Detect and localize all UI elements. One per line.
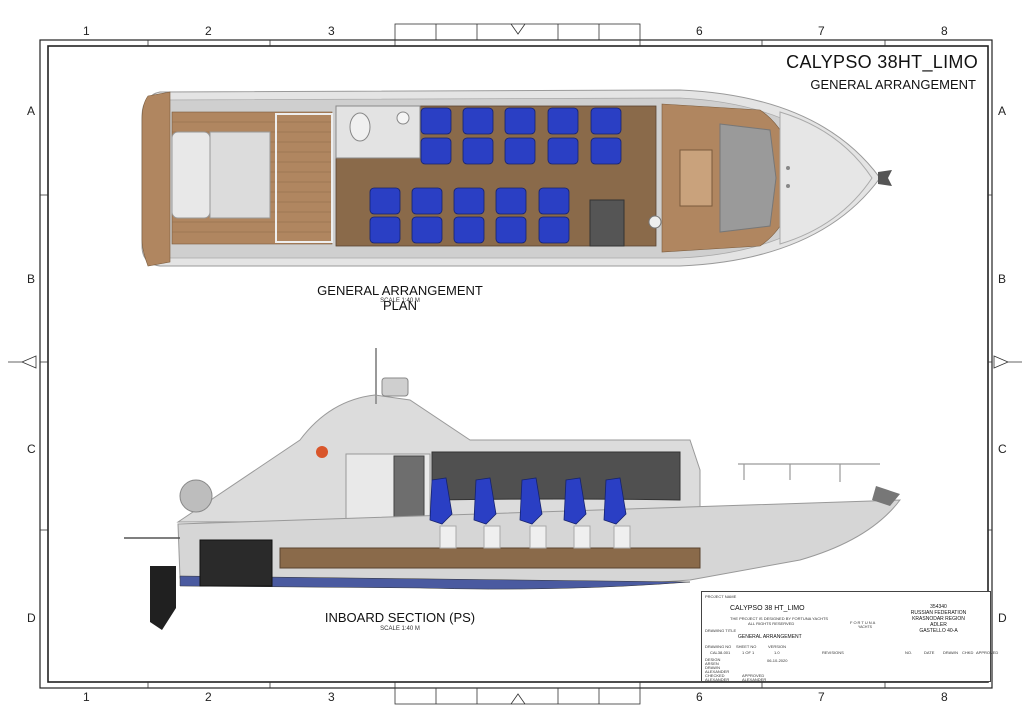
col-label-8: 8: [941, 24, 948, 38]
sink-icon: [396, 111, 410, 125]
row-label-c: C: [27, 442, 36, 456]
general-arrangement-plan: [141, 89, 892, 267]
steering-wheel-icon: [648, 215, 662, 229]
company-address: 354340 RUSSIAN FEDERATION KRASNODAR REGI…: [890, 604, 987, 634]
version: 1.0: [774, 650, 780, 655]
col-no: NO.: [905, 650, 913, 655]
col-label-1-bottom: 1: [83, 690, 90, 704]
section-anchor: [872, 486, 900, 506]
toilet-icon: [349, 112, 371, 142]
section-floor: [279, 547, 701, 569]
plan-scale: SCALE 1:40 M: [380, 298, 420, 304]
col-drawn: DRAWN: [943, 650, 958, 655]
design-name: ARSEN: [705, 661, 719, 666]
drawn-name: ALEXANDER: [705, 669, 730, 674]
checked-name: ALEXANDER: [705, 677, 730, 682]
drawing-title: CALYPSO 38HT_LIMO: [786, 52, 978, 72]
col-label-2: 2: [205, 24, 212, 38]
approved-name: ALEXANDER: [742, 677, 767, 682]
approved-role: APPROVED: [742, 673, 765, 678]
date: 06-10-2020: [767, 658, 788, 663]
rights-notice: ALL RIGHTS RESERVED: [748, 621, 795, 626]
address-line: 354340: [930, 604, 947, 610]
bow-seating: [719, 123, 777, 233]
drawing-subtitle: GENERAL ARRANGEMENT: [810, 77, 976, 92]
col-label-8-bottom: 8: [941, 690, 948, 704]
outboard-drive: [150, 566, 176, 630]
lifebuoy-icon: [316, 446, 328, 458]
address-line: KRASNODAR REGION: [912, 616, 965, 622]
col-label-1: 1: [83, 24, 90, 38]
section-title: INBOARD SECTION (PS): [324, 610, 476, 625]
title-block-drawing-title: GENERAL ARRANGEMENT: [738, 634, 802, 640]
col-label-6-bottom: 6: [696, 690, 703, 704]
col-label-7-bottom: 7: [818, 690, 825, 704]
brand-sub: YACHTS: [858, 625, 872, 629]
row-label-a-right: A: [998, 104, 1007, 118]
centering-marks: [8, 23, 1022, 705]
engine: [199, 539, 273, 587]
col-label-3-bottom: 3: [328, 690, 335, 704]
plan-anchor: [878, 170, 892, 186]
col-revisions: REVISIONS: [822, 650, 844, 655]
plan-foredeck: [779, 111, 873, 245]
row-label-b-right: B: [998, 272, 1007, 286]
inner-frame: [47, 45, 989, 683]
drawing-title-label: DRAWING TITLE: [705, 628, 737, 633]
sheet-no: 1 OF 1: [742, 650, 755, 655]
drawn-role: DRAWN: [705, 665, 720, 670]
address-line: GASTELLO 40-A: [919, 628, 958, 634]
project-label: PROJECT NAME: [705, 594, 737, 599]
address-line: RUSSIAN FEDERATION: [910, 610, 967, 616]
section-windows: [431, 451, 681, 501]
bow-rail: [738, 463, 880, 482]
row-label-b: B: [27, 272, 36, 286]
col-label-2-bottom: 2: [205, 690, 212, 704]
inboard-section: [124, 348, 902, 630]
design-notice: THE PROJECT IS DESIGNED BY FORTUNA YACHT…: [730, 616, 829, 621]
drawing-no: CAL38-001: [710, 650, 731, 655]
version-label: VERSION: [768, 644, 787, 649]
drawing-no-label: DRAWING NO: [705, 644, 732, 649]
col-date: DATE: [924, 650, 935, 655]
radar-icon: [381, 377, 409, 397]
row-label-d: D: [27, 611, 36, 625]
brand-name: FORTUNA: [850, 620, 877, 625]
col-approved: APPROVED: [976, 650, 999, 655]
checked-role: CHECKED: [705, 673, 725, 678]
col-label-3: 3: [328, 24, 335, 38]
plan-seats: [369, 107, 622, 244]
project-name: CALYPSO 38 HT_LIMO: [730, 605, 805, 612]
helm-console: [589, 199, 625, 247]
plan-sunpad: [171, 131, 211, 219]
row-label-d-right: D: [998, 611, 1007, 625]
col-label-7: 7: [818, 24, 825, 38]
address-line: ADLER: [930, 622, 947, 628]
row-label-c-right: C: [998, 442, 1007, 456]
design-role: DESIGN: [705, 657, 721, 662]
sheet-label: SHEET NO: [736, 644, 757, 649]
col-chkd: CHKD: [962, 650, 974, 655]
plan-title: GENERAL ARRANGEMENT PLAN: [317, 283, 483, 313]
liferaft: [179, 479, 213, 513]
grid-ticks: [40, 40, 992, 688]
title-block: PROJECT NAME CALYPSO 38 HT_LIMO THE PROJ…: [701, 591, 998, 682]
section-seats: [429, 477, 627, 525]
section-scale: SCALE 1:40 M: [380, 626, 420, 632]
row-label-a: A: [27, 104, 36, 118]
plan-swim-platform: [141, 91, 171, 267]
col-label-6: 6: [696, 24, 703, 38]
